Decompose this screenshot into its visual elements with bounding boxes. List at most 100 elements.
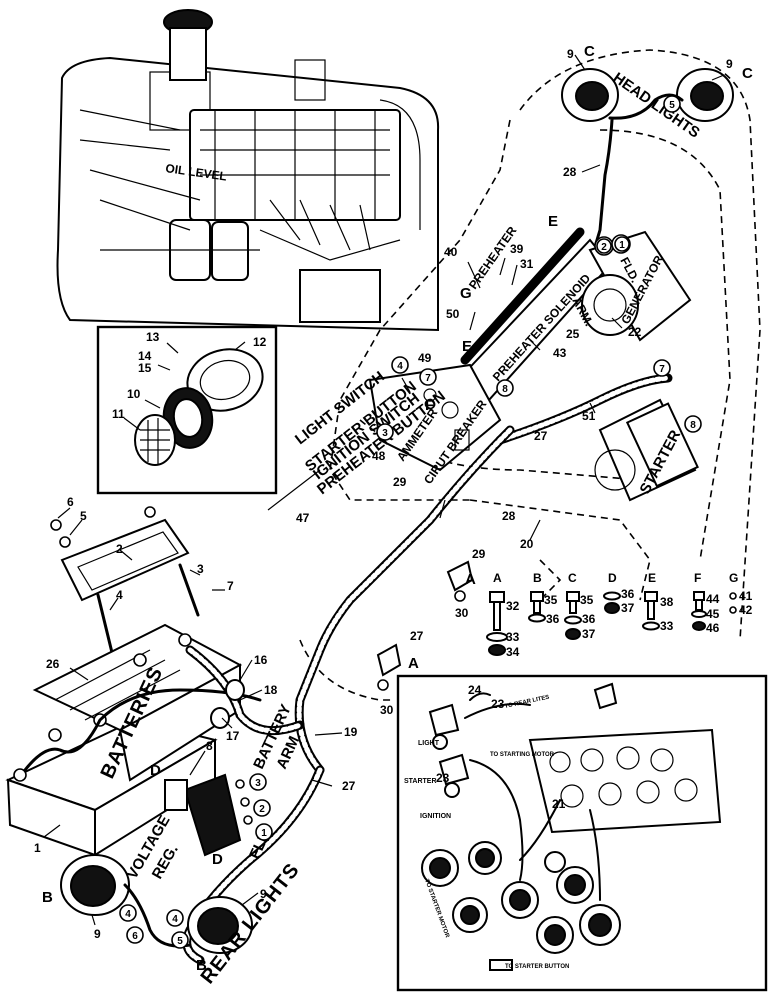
callout-28: 28 [502, 509, 516, 523]
callout-12: 12 [253, 335, 267, 349]
hardware-44: 44 [706, 592, 720, 606]
switch-assemblies [428, 682, 618, 971]
letter-e-top: E [548, 213, 558, 230]
circled-terminal-7: 7 [419, 368, 437, 386]
callout-8: 8 [206, 739, 213, 753]
instrument-gauges [421, 841, 621, 954]
callout-3: 3 [197, 562, 204, 576]
battery-hold-down [50, 506, 200, 667]
hardware-36: 36 [621, 587, 635, 601]
callout-31: 31 [520, 257, 534, 271]
letter-a-mid: A [465, 571, 476, 588]
callout-9: 9 [94, 927, 101, 941]
callout-48: 48 [372, 449, 386, 463]
hardware-col-d: D [608, 571, 617, 585]
circled-terminal-2-reg: 2 [253, 799, 271, 817]
hardware-37: 37 [582, 627, 596, 641]
hardware-36: 36 [582, 612, 596, 626]
callout-21: 21 [552, 797, 566, 811]
circled-terminal-5: 5 [663, 95, 681, 113]
callout-18: 18 [264, 683, 278, 697]
hardware-42: 42 [739, 603, 753, 617]
hardware-46: 46 [706, 621, 720, 635]
letter-g: G [460, 285, 472, 302]
circled-terminal-3-reg: 3 [249, 773, 267, 791]
circled-terminal-5-text: 5 [669, 100, 675, 111]
callout-51: 51 [582, 409, 596, 423]
callout-22: 22 [628, 325, 642, 339]
callout-19: 19 [344, 725, 358, 739]
callout-6: 6 [67, 495, 74, 509]
circled-terminal-7-text: 7 [425, 373, 431, 384]
circled-terminal-2: 2 [596, 238, 612, 254]
circled-terminal-5-rear: 5 [171, 931, 189, 949]
hardware-45: 45 [706, 607, 720, 621]
circled-terminal-2-text: 2 [601, 242, 607, 253]
letter-b-left: B [42, 889, 53, 906]
callout-28: 28 [563, 165, 577, 179]
callout-11: 11 [112, 407, 125, 421]
letter-a-low: A [408, 655, 419, 672]
circled-terminal-8-starter: 8 [684, 415, 702, 433]
generator [581, 230, 692, 342]
callout-9: 9 [567, 47, 574, 61]
callout-27: 27 [410, 629, 424, 643]
hardware-37: 37 [621, 601, 635, 615]
voltage-regulator [164, 773, 253, 857]
letter-c-left: C [584, 43, 595, 60]
circled-terminal-5b-text: 5 [177, 936, 183, 947]
circled-terminal-6-rear: 6 [126, 926, 144, 944]
letter-c-right: C [742, 65, 753, 82]
callout-29: 29 [393, 475, 407, 489]
circled-terminal-3b-text: 3 [255, 778, 261, 789]
letter-d-right: D [212, 851, 223, 868]
circled-terminal-8b-text: 8 [690, 420, 696, 431]
hardware-bolts [486, 591, 737, 656]
hardware-35: 35 [544, 593, 558, 607]
preheater-element [460, 227, 585, 365]
callout-20: 20 [520, 537, 534, 551]
inset-starter-label: STARTER [404, 778, 437, 785]
callout-15: 15 [138, 361, 152, 375]
letter-e-mid: E [462, 338, 472, 355]
letter-f: F [425, 397, 434, 414]
hardware-32: 32 [506, 599, 520, 613]
callout-30: 30 [455, 606, 469, 620]
callout-4: 4 [116, 588, 123, 602]
circled-terminal-4: 4 [391, 356, 409, 374]
letter-d-left: D [150, 762, 161, 779]
callout-25: 25 [566, 327, 580, 341]
lamp-parts [134, 348, 264, 466]
callout-43: 43 [553, 346, 567, 360]
hardware-36: 36 [546, 612, 560, 626]
hardware-38: 38 [660, 595, 674, 609]
inset-to-starting-motor: TO STARTING MOTOR [490, 752, 555, 758]
callout-5: 5 [80, 509, 87, 523]
callout-50: 50 [446, 307, 460, 321]
callout-23: 23 [491, 697, 505, 711]
engine-illustration: OIL LEVEL [56, 9, 440, 332]
hardware-33: 33 [660, 619, 674, 633]
clip-hardware-a [376, 560, 474, 691]
callout-9: 9 [726, 57, 733, 71]
circled-terminal-1b-text: 1 [261, 828, 267, 839]
hardware-35: 35 [580, 593, 594, 607]
circled-terminal-8-text: 8 [502, 384, 508, 395]
circled-terminal-4-rear: 4 [119, 904, 137, 922]
circled-terminal-4c-text: 4 [172, 914, 178, 925]
inset-to-starter-button: TO STARTER BUTTON [505, 964, 569, 970]
circled-terminal-4-rear-right: 4 [166, 909, 184, 927]
callout-40: 40 [444, 245, 458, 259]
hardware-col-f: F [694, 571, 701, 585]
callout-30: 30 [380, 703, 394, 717]
hardware-33: 33 [506, 630, 520, 644]
headlight-right [676, 68, 734, 122]
callout-49: 49 [418, 351, 432, 365]
hardware-col-b: B [533, 571, 542, 585]
circled-terminal-8: 8 [496, 379, 514, 397]
instrument-panel-inset [396, 674, 768, 992]
callout-29: 29 [472, 547, 486, 561]
circled-terminal-2b-text: 2 [259, 804, 265, 815]
callout-7: 7 [227, 579, 234, 593]
